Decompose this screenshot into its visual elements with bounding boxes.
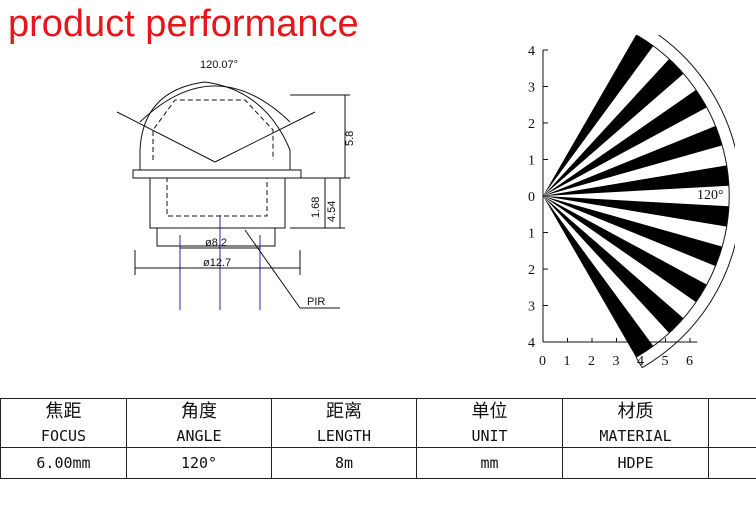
beam-wedge [543, 196, 684, 333]
page-title: product performance [8, 3, 359, 45]
x-tick-label: 0 [539, 354, 546, 369]
range-arc [641, 35, 735, 369]
lens-drawing: 120.07° 5.8 1.68 4.54 ø8.2 ø12.7 PIR [116, 59, 356, 310]
y-tick-label: 3 [528, 300, 535, 315]
lower-tube [156, 227, 276, 247]
spec-value-empty [708, 447, 756, 479]
arc-cap [635, 357, 643, 368]
x-tick-label: 4 [637, 354, 644, 369]
height-b-label: 4.54 [326, 201, 338, 222]
x-tick-label: 6 [686, 354, 693, 369]
y-tick-label: 4 [528, 336, 535, 351]
beam-wedge [543, 196, 723, 267]
dome-outline [139, 81, 291, 170]
beam-wedge [543, 196, 654, 358]
y-tick-label: 2 [528, 263, 535, 278]
y-tick-label: 4 [528, 44, 535, 59]
height-total-label: 5.8 [344, 131, 356, 146]
range-arc [635, 35, 730, 358]
body-inner-dashed [166, 177, 268, 217]
beam-wedge [543, 196, 729, 227]
spec-value-angle: 120° [126, 447, 272, 479]
x-tick-label: 1 [564, 354, 571, 369]
spec-value-unit: mm [416, 447, 563, 479]
spec-value-focus: 6.00mm [0, 447, 127, 479]
beam-wedge [543, 89, 707, 196]
angle-line-right [214, 111, 316, 163]
spec-value-row: 6.00mm 120° 8m mm HDPE [0, 447, 756, 479]
spec-header-empty [708, 398, 756, 448]
sweep-angle-label: 120° [697, 188, 724, 203]
height-a-label: 1.68 [310, 197, 322, 218]
spec-value-length: 8m [271, 447, 417, 479]
body [149, 177, 286, 229]
y-tick-label: 2 [528, 117, 535, 132]
y-tick-label: 3 [528, 81, 535, 96]
beam-wedge [543, 196, 707, 303]
sensor-label: PIR [307, 296, 325, 308]
beam-wedge [543, 165, 729, 196]
dia-outer-label: ø12.7 [203, 257, 231, 269]
beam-wedge [543, 35, 654, 196]
x-tick-label: 2 [588, 354, 595, 369]
angle-arc [139, 85, 291, 123]
angle-label: 120.07° [200, 59, 238, 71]
dia-inner-label: ø8.2 [205, 237, 227, 249]
beam-wedge [543, 125, 723, 196]
x-tick-label: 3 [613, 354, 620, 369]
y-tick-label: 0 [528, 190, 535, 205]
angle-line-left [116, 111, 216, 163]
flange [132, 169, 302, 179]
dome-inner-dashed [152, 99, 274, 160]
beam-wedge [543, 59, 684, 196]
spec-value-material: HDPE [562, 447, 709, 479]
y-tick-label: 1 [528, 154, 535, 169]
y-tick-label: 1 [528, 227, 535, 242]
x-tick-label: 5 [662, 354, 669, 369]
